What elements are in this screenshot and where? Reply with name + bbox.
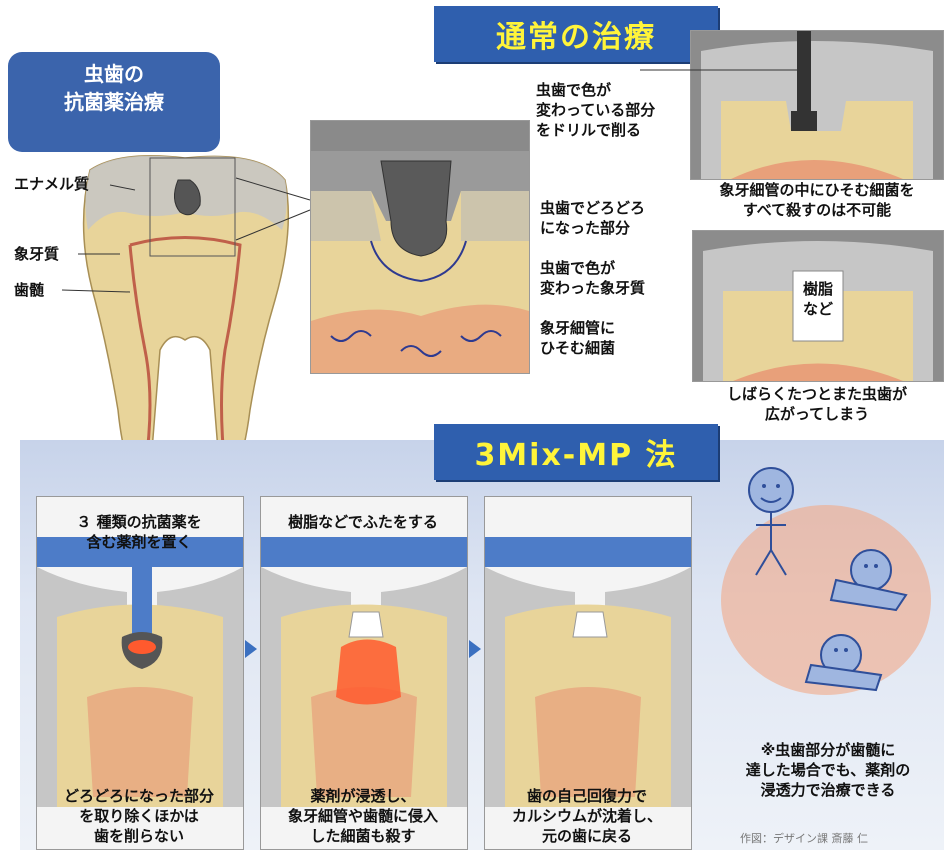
normal-caption-top-line1: 象牙細管の中にひそむ細菌を <box>692 180 942 200</box>
step1-bottom-caption: どろどろになった部分 を取り除くほかは 歯を削らない <box>36 786 242 846</box>
zoom-label-drill: 虫歯で色が 変わっている部分 をドリルで削る <box>536 80 655 140</box>
zoom-label-stain-line1: 虫歯で色が <box>540 258 645 278</box>
step3-bottom-caption: 歯の自己回復力で カルシウムが沈着し、 元の歯に戻る <box>484 786 690 846</box>
note-text: ※虫歯部分が歯髄に 達した場合でも、薬剤の 浸透力で治療できる <box>712 740 944 800</box>
step1-top-line1: ３ 種類の抗菌薬を <box>36 512 242 532</box>
zoom-label-drill-line2: 変わっている部分 <box>536 100 655 120</box>
zoom-panel <box>310 120 530 374</box>
zoom-label-drill-line3: をドリルで削る <box>536 120 655 140</box>
note-line1: ※虫歯部分が歯髄に <box>712 740 944 760</box>
zoom-label-bacteria: 象牙細管に ひそむ細菌 <box>540 318 615 358</box>
drill-illustration <box>691 31 943 179</box>
zoom-illustration <box>311 121 529 373</box>
step1-bottom-line2: を取り除くほかは <box>36 806 242 826</box>
step2-bottom-line1: 薬剤が浸透し、 <box>260 786 466 806</box>
resin-label-line2: など <box>793 299 843 319</box>
step2-top-caption: 樹脂などでふたをする <box>260 512 466 532</box>
step-arrow-2 <box>469 640 481 658</box>
normal-caption-bottom-line2: 広がってしまう <box>692 404 942 424</box>
step-arrow-1 <box>245 640 257 658</box>
step3-bottom-line3: 元の歯に戻る <box>484 826 690 846</box>
step2-bottom-line2: 象牙細管や歯髄に侵入 <box>260 806 466 826</box>
step1-top-caption: ３ 種類の抗菌薬を 含む薬剤を置く <box>36 512 242 552</box>
zoom-label-mushy-line2: になった部分 <box>540 218 645 238</box>
step1-top-line2: 含む薬剤を置く <box>36 532 242 552</box>
title-3mix-mp: 3Mix-MP 法 <box>434 424 718 480</box>
normal-panel-drill <box>690 30 944 180</box>
step1-bottom-line1: どろどろになった部分 <box>36 786 242 806</box>
step2-bottom-line3: した細菌も殺す <box>260 826 466 846</box>
credit-text: 作図：デザイン課 斎藤 仁 <box>740 830 868 846</box>
bacteria-cartoon <box>716 450 942 710</box>
normal-caption-top: 象牙細管の中にひそむ細菌を すべて殺すのは不可能 <box>692 180 942 220</box>
label-leader-lines <box>0 0 320 320</box>
note-line2: 達した場合でも、薬剤の <box>712 760 944 780</box>
resin-label-line1: 樹脂 <box>793 279 843 299</box>
zoom-label-mushy: 虫歯でどろどろ になった部分 <box>540 198 645 238</box>
normal-panel-resin: 樹脂 など <box>692 230 944 382</box>
resin-label: 樹脂 など <box>793 279 843 319</box>
zoom-label-bacteria-line2: ひそむ細菌 <box>540 338 615 358</box>
drill-leader-line <box>640 60 800 80</box>
note-line3: 浸透力で治療できる <box>712 780 944 800</box>
zoom-label-stain-line2: 変わった象牙質 <box>540 278 645 298</box>
normal-caption-bottom-line1: しばらくたつとまた虫歯が <box>692 384 942 404</box>
step3-bottom-line2: カルシウムが沈着し、 <box>484 806 690 826</box>
step1-bottom-line3: 歯を削らない <box>36 826 242 846</box>
step2-bottom-caption: 薬剤が浸透し、 象牙細管や歯髄に侵入 した細菌も殺す <box>260 786 466 846</box>
zoom-label-stain: 虫歯で色が 変わった象牙質 <box>540 258 645 298</box>
zoom-label-drill-line1: 虫歯で色が <box>536 80 655 100</box>
step3-bottom-line1: 歯の自己回復力で <box>484 786 690 806</box>
normal-caption-top-line2: すべて殺すのは不可能 <box>692 200 942 220</box>
zoom-label-bacteria-line1: 象牙細管に <box>540 318 615 338</box>
normal-caption-bottom: しばらくたつとまた虫歯が 広がってしまう <box>692 384 942 424</box>
title-normal-treatment: 通常の治療 <box>434 6 718 62</box>
zoom-label-mushy-line1: 虫歯でどろどろ <box>540 198 645 218</box>
step2-top-line1: 樹脂などでふたをする <box>260 512 466 532</box>
